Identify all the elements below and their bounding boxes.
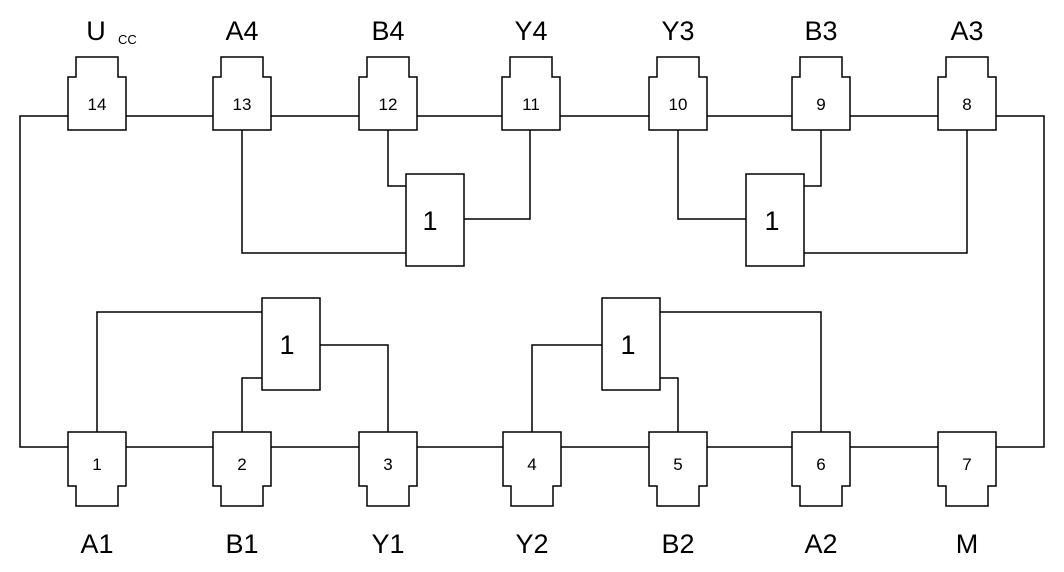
- pin-1: 1 A1: [67, 431, 127, 559]
- wire-pin9-to-gate3: [804, 130, 822, 187]
- wire-pin4-to-gate2: [531, 344, 602, 432]
- wire-pin2-to-gate1: [241, 377, 262, 432]
- pin-4: 4 Y2: [502, 431, 562, 559]
- wire-pin8-to-gate3: [804, 130, 968, 254]
- gate-2: 1: [601, 297, 661, 391]
- wiring: [19, 115, 1045, 448]
- pin-3-name: Y1: [371, 529, 404, 559]
- gate-4: 1: [405, 173, 465, 267]
- wire-pin8-to-pin7: [996, 115, 1045, 448]
- gate-1-label: 1: [279, 330, 294, 360]
- pin-7-connector-shape: [937, 431, 997, 507]
- pin-1-number: 1: [92, 455, 101, 474]
- pin-3-number: 3: [383, 455, 392, 474]
- pin-13-name: A4: [225, 16, 258, 46]
- pin-3: 3 Y1: [358, 431, 418, 559]
- gate-2-body: [601, 297, 661, 391]
- pin-9-connector-shape: [791, 56, 851, 131]
- pin-12: 12 B4: [358, 16, 418, 131]
- pin-14-connector-shape: [67, 56, 127, 131]
- gate-1: 1: [261, 297, 321, 391]
- wire-pin12-to-gate4: [387, 130, 406, 187]
- pin-3-connector-shape: [358, 431, 418, 507]
- pin-1-name: A1: [80, 529, 113, 559]
- pin-14-name: U: [86, 16, 106, 46]
- pin-13-connector-shape: [212, 56, 272, 131]
- wire-pin5-to-gate2: [660, 377, 679, 432]
- pin-11: 11 Y4: [501, 16, 561, 131]
- pin-6-number: 6: [816, 455, 825, 474]
- pin-7: 7 M: [937, 431, 997, 559]
- pin-2-connector-shape: [212, 431, 272, 507]
- pin-9-name: B3: [804, 16, 837, 46]
- pin-10-connector-shape: [648, 56, 708, 131]
- pin-10: 10 Y3: [648, 16, 708, 131]
- pin-4-connector-shape: [502, 431, 562, 507]
- pin-4-name: Y2: [515, 529, 548, 559]
- pin-11-connector-shape: [501, 56, 561, 131]
- pin-8-connector-shape: [937, 56, 997, 131]
- pin-7-name: M: [956, 529, 979, 559]
- pin-2-name: B1: [225, 529, 258, 559]
- pin-14: 14 U CC: [67, 16, 137, 131]
- pin-11-number: 11: [522, 95, 540, 114]
- pin-10-number: 10: [669, 95, 688, 114]
- gate-3-body: [745, 173, 805, 267]
- pin-6: 6 A2: [791, 431, 851, 559]
- pin-4-number: 4: [527, 455, 536, 474]
- pin-13-number: 13: [233, 95, 252, 114]
- pin-2-number: 2: [237, 455, 246, 474]
- top-pins: 14 U CC 13 A4 12 B4 11 Y4 10 Y3 9 B3: [67, 16, 997, 131]
- pin-14-number: 14: [88, 95, 107, 114]
- pin-8: 8 A3: [937, 16, 997, 131]
- pin-8-name: A3: [950, 16, 983, 46]
- pin-10-name: Y3: [661, 16, 694, 46]
- wire-pin1-to-gate1: [96, 311, 262, 432]
- gate-1-body: [261, 297, 321, 391]
- pin-7-number: 7: [962, 455, 971, 474]
- pin-11-name: Y4: [514, 16, 547, 46]
- pin-9-number: 9: [816, 95, 825, 114]
- pin-1-connector-shape: [67, 431, 127, 507]
- pin-12-number: 12: [379, 95, 398, 114]
- gate-3: 1: [745, 173, 805, 267]
- pin-2: 2 B1: [212, 431, 272, 559]
- pin-12-connector-shape: [358, 56, 418, 131]
- wire-gate1-to-pin3: [320, 344, 389, 432]
- pin-5-name: B2: [661, 529, 694, 559]
- pin-6-name: A2: [804, 529, 837, 559]
- pin-14-name-subscript: CC: [118, 32, 137, 47]
- pin-6-connector-shape: [791, 431, 851, 507]
- gate-2-label: 1: [620, 330, 635, 360]
- pin-5: 5 B2: [648, 431, 708, 559]
- pin-9: 9 B3: [791, 16, 851, 131]
- wire-gate4-to-pin11: [464, 130, 531, 220]
- bottom-pins: 1 A1 2 B1 3 Y1 4 Y2 5 B2 6 A2: [67, 431, 997, 559]
- pin-8-number: 8: [962, 95, 971, 114]
- pin-5-number: 5: [673, 455, 682, 474]
- wire-pin6-to-gate2: [660, 311, 822, 432]
- pin-13: 13 A4: [212, 16, 272, 131]
- pin-12-name: B4: [371, 16, 404, 46]
- gate-4-label: 1: [422, 206, 437, 236]
- gate-4-body: [405, 173, 465, 267]
- gate-3-label: 1: [764, 206, 779, 236]
- logic-gates: 1 1 1 1: [261, 173, 805, 391]
- wire-pin13-to-gate4: [241, 130, 406, 254]
- pin-5-connector-shape: [648, 431, 708, 507]
- wire-pin10-to-gate3: [677, 130, 746, 220]
- wire-pin14-to-pin1: [19, 115, 68, 448]
